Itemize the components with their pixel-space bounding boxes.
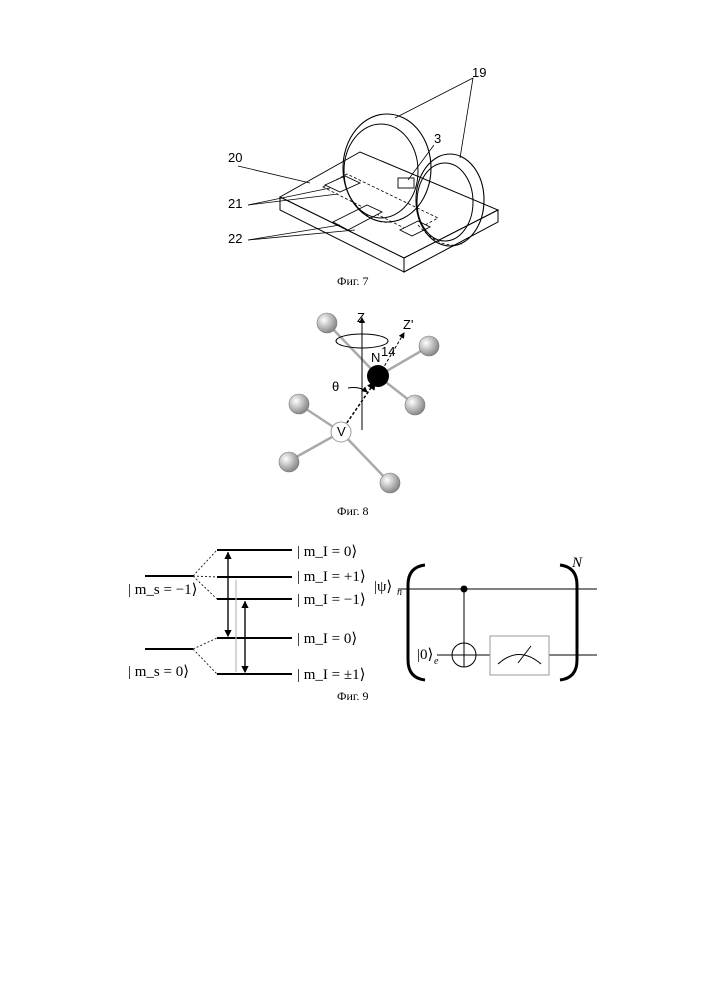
label-z: Z bbox=[357, 310, 365, 325]
control-dot bbox=[461, 586, 468, 593]
label-20: 20 bbox=[228, 150, 242, 165]
label-psi-sub: n bbox=[397, 587, 402, 598]
label-nitrogen: N bbox=[371, 350, 380, 365]
label-ms-minus1: | m_s = −1⟩ bbox=[128, 582, 198, 598]
carbon-atom bbox=[405, 395, 425, 415]
label-mi-0-top: | m_I = 0⟩ bbox=[297, 544, 357, 560]
fig8-nv-center bbox=[279, 313, 439, 493]
label-mi-0-bottom: | m_I = 0⟩ bbox=[297, 631, 357, 647]
label-21: 21 bbox=[228, 196, 242, 211]
label-zero: |0⟩ bbox=[417, 647, 433, 663]
label-nitrogen-sup: 14 bbox=[381, 344, 395, 359]
label-psi: |ψ⟩ bbox=[374, 579, 392, 595]
nitrogen-atom bbox=[367, 365, 389, 387]
label-theta: θ bbox=[332, 379, 339, 394]
label-mi-minus1: | m_I = −1⟩ bbox=[297, 592, 366, 608]
fig7-caption: Фиг. 7 bbox=[337, 274, 368, 288]
carbon-atom bbox=[317, 313, 337, 333]
carbon-atom bbox=[380, 473, 400, 493]
label-zero-sub: e bbox=[434, 656, 439, 667]
label-vacancy: V bbox=[337, 424, 346, 439]
label-ms-0: | m_s = 0⟩ bbox=[128, 664, 189, 680]
fig7-device bbox=[238, 78, 498, 272]
block-3 bbox=[398, 178, 414, 188]
fig8-caption: Фиг. 8 bbox=[337, 504, 368, 518]
label-3: 3 bbox=[434, 131, 441, 146]
label-mi-pm1: | m_I = ±1⟩ bbox=[297, 667, 365, 683]
base-plate-top bbox=[280, 152, 498, 258]
carbon-atom bbox=[419, 336, 439, 356]
label-mi-plus1: | m_I = +1⟩ bbox=[297, 569, 366, 585]
label-19: 19 bbox=[472, 65, 486, 80]
fig9-energy-levels bbox=[145, 550, 292, 674]
label-z-prime: Z' bbox=[403, 317, 413, 332]
label-power-n: N bbox=[571, 555, 583, 571]
carbon-atom bbox=[279, 452, 299, 472]
measurement-box bbox=[490, 636, 549, 675]
carbon-atom bbox=[289, 394, 309, 414]
fig9-caption: Фиг. 9 bbox=[337, 689, 368, 703]
label-22: 22 bbox=[228, 231, 242, 246]
